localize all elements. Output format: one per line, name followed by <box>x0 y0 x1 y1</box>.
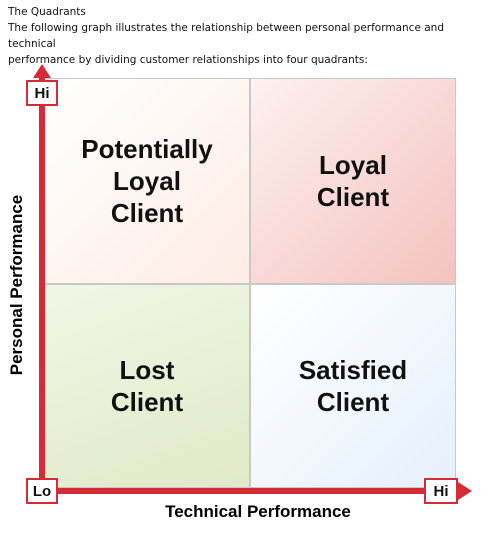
y-axis-line <box>39 76 45 496</box>
intro-line-2: performance by dividing customer relatio… <box>8 54 368 66</box>
quadrant-label: Potentially Loyal Client <box>81 134 213 228</box>
origin-low-tag: Lo <box>26 478 58 504</box>
intro-line-1: The following graph illustrates the rela… <box>8 22 444 50</box>
x-axis-label: Technical Performance <box>165 502 351 521</box>
quadrant-lost-client: Lost Client <box>44 284 250 488</box>
intro-heading: The Quadrants <box>8 6 86 18</box>
quadrant-loyal-client: Loyal Client <box>250 78 456 284</box>
x-axis-high-tag: Hi <box>424 478 458 504</box>
quadrant-label: Satisfied Client <box>298 355 408 417</box>
y-axis-high-tag: Hi <box>26 80 58 106</box>
arrow-right-icon <box>458 482 472 500</box>
quadrant-satisfied-client: Satisfied Client <box>250 284 456 488</box>
quadrant-potentially-loyal-client: Potentially Loyal Client <box>44 78 250 284</box>
y-axis-label: Personal Performance <box>7 194 26 376</box>
quadrant-label: Lost Client <box>110 355 184 417</box>
quadrant-label: Loyal Client <box>316 150 390 212</box>
intro-text: The Quadrants The following graph illust… <box>8 4 478 68</box>
x-axis-line <box>42 488 462 494</box>
arrow-up-icon <box>33 64 51 78</box>
